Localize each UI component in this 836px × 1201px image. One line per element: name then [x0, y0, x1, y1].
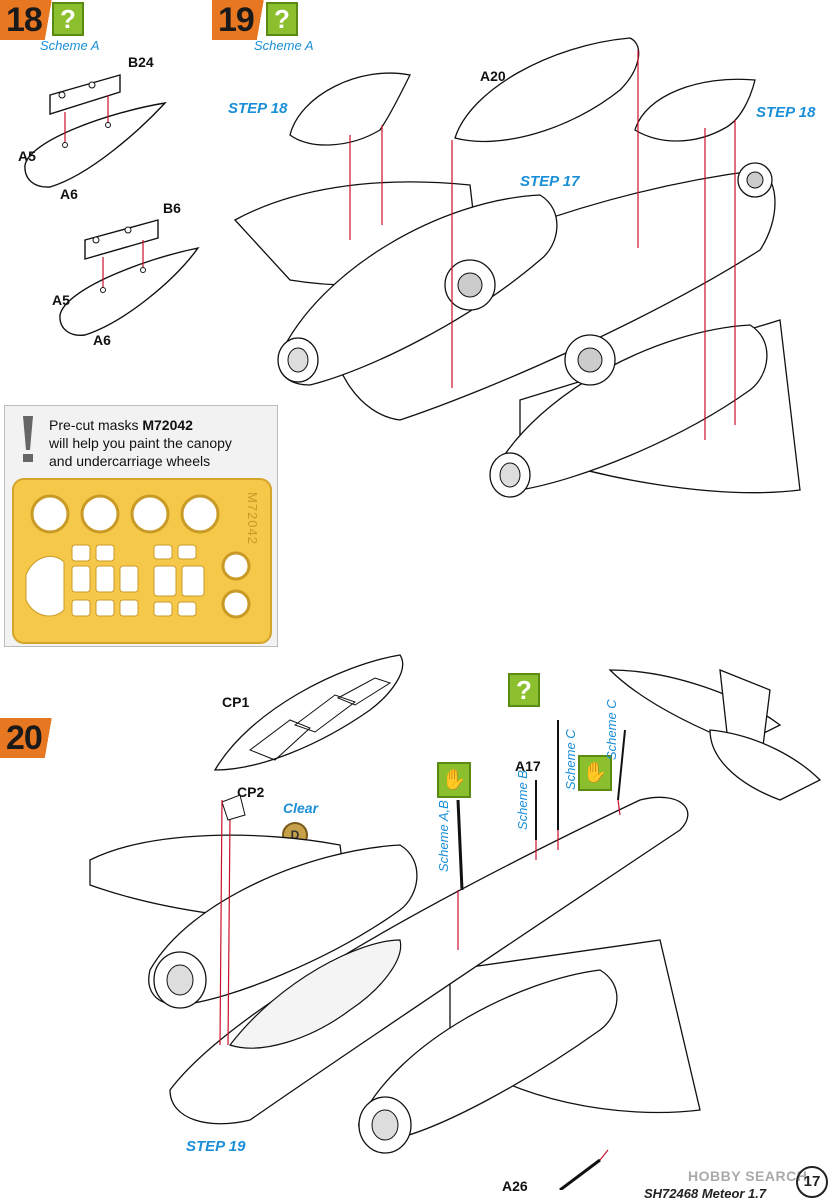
- step-20-aircraft-drawing: [89, 654, 822, 1190]
- step-19-ref-center: STEP 17: [520, 173, 580, 190]
- step-20-question-icon: ?: [508, 673, 540, 707]
- mask-note-line2: will help you paint the canopy: [49, 435, 232, 451]
- mask-shapes: [25, 494, 251, 619]
- exclamation-icon: [21, 416, 35, 464]
- step-19-question-icon: ?: [266, 2, 298, 36]
- step-19-scheme: Scheme A: [254, 38, 314, 53]
- mask-sheet: M72042: [12, 478, 272, 644]
- part-b6-label: B6: [163, 200, 181, 216]
- step-18-scheme: Scheme A: [40, 38, 100, 53]
- step-19-ref-left: STEP 18: [228, 100, 288, 117]
- watermark: HOBBY SEARCH: [688, 1168, 808, 1184]
- mask-note-text: Pre-cut masks M72042 will help you paint…: [49, 416, 232, 470]
- mask-note-code: M72042: [142, 417, 193, 433]
- step-19-number: 19: [212, 0, 274, 40]
- step-19-ref-right: STEP 18: [756, 104, 816, 121]
- part-cp2-label: CP2: [237, 784, 265, 800]
- step-19-aircraft-drawing: [233, 37, 801, 498]
- footer-text: SH72468 Meteor 1.7: [644, 1186, 767, 1201]
- step-18-number: 18: [0, 0, 62, 40]
- part-a6-label: A6: [60, 186, 78, 202]
- mask-note-line1-prefix: Pre-cut masks: [49, 417, 143, 433]
- part-a26-label: A26: [502, 1178, 528, 1194]
- part-a6-label-2: A6: [93, 332, 111, 348]
- step-20-number: 20: [0, 718, 62, 758]
- mask-note-line3: and undercarriage wheels: [49, 453, 211, 469]
- step-18-drawing: [24, 74, 200, 336]
- hand-icon-left: ✋: [437, 762, 471, 798]
- part-cp1-label: CP1: [222, 694, 250, 710]
- mask-sheet-code: M72042: [245, 492, 260, 545]
- clear-label: Clear: [283, 800, 319, 816]
- part-a5-label-2: A5: [52, 292, 70, 308]
- part-b24-label: B24: [128, 54, 154, 70]
- part-a17-label: A17: [515, 758, 541, 774]
- part-a5-label: A5: [18, 148, 36, 164]
- hand-icon-right: ✋: [578, 755, 612, 791]
- part-a20-label: A20: [480, 68, 506, 84]
- page-number: 17: [796, 1166, 828, 1198]
- step-18-question-icon: ?: [52, 2, 84, 36]
- step-20-ref: STEP 19: [186, 1138, 246, 1155]
